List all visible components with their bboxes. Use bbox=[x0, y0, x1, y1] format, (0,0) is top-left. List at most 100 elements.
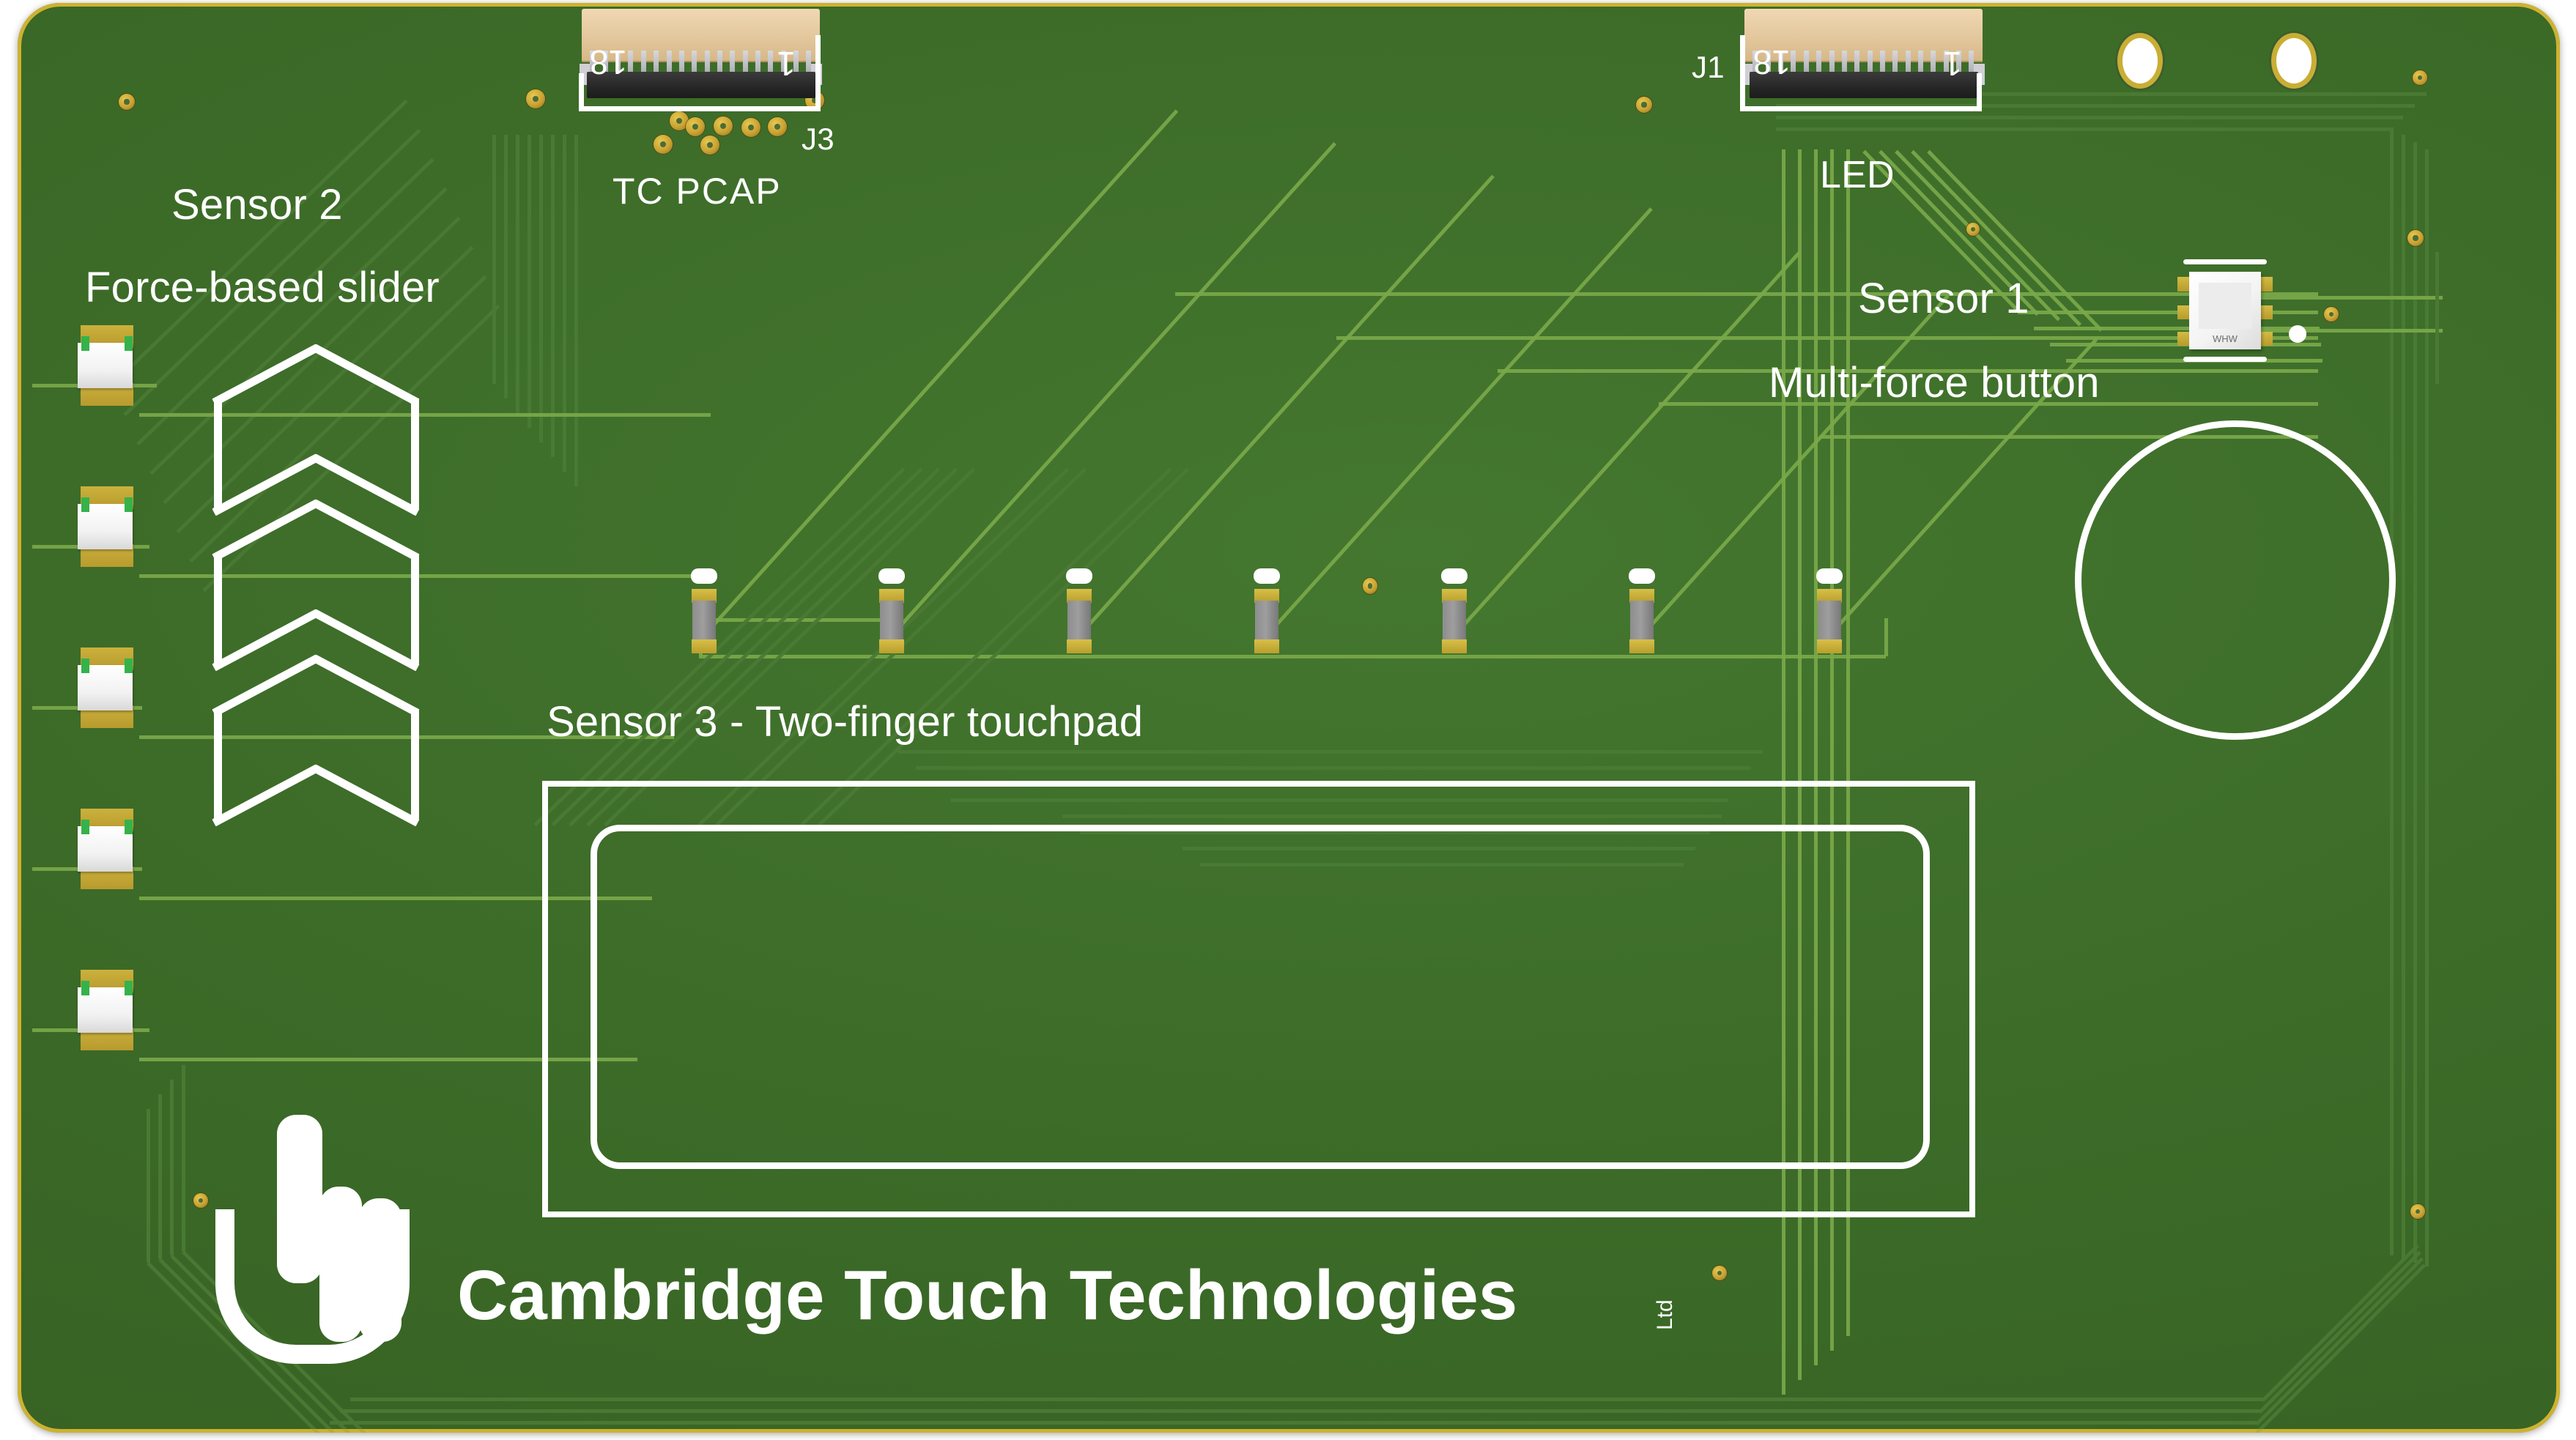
cambridge-touch-logo-icon bbox=[215, 1115, 410, 1364]
silk-j3-outline bbox=[579, 106, 821, 111]
logo-finger bbox=[319, 1187, 362, 1342]
label-sensor3-title: Sensor 3 - Two-finger touchpad bbox=[547, 698, 1144, 746]
brand-suffix: Ltd bbox=[1653, 1299, 1677, 1330]
pad-j3 bbox=[700, 136, 719, 155]
trace bbox=[551, 135, 555, 457]
pad-j3 bbox=[670, 111, 689, 130]
trace bbox=[528, 135, 531, 428]
trace-perimeter bbox=[2425, 1087, 2429, 1266]
brand-name: Cambridge Touch Technologies bbox=[457, 1256, 1518, 1335]
silk-j1-outline bbox=[1740, 106, 1982, 111]
connector-housing bbox=[1744, 9, 1983, 62]
test-point-component bbox=[690, 568, 718, 653]
trace-perimeter bbox=[1776, 127, 2391, 131]
trace-perimeter bbox=[340, 1409, 2259, 1413]
connector-base bbox=[586, 71, 815, 99]
touchpad-outer-outline[interactable] bbox=[542, 781, 1975, 1217]
trace-perimeter bbox=[147, 1109, 150, 1263]
connector-pins bbox=[1753, 51, 1974, 80]
silk-button-circle[interactable] bbox=[2075, 420, 2396, 740]
trace bbox=[539, 135, 543, 442]
trace bbox=[563, 135, 566, 472]
pcb-board: 18 1 J3 TC PCAP J1 18 1 LED Sensor 2 For… bbox=[18, 3, 2560, 1433]
label-sensor1-subtitle: Multi-force button bbox=[1769, 359, 2100, 407]
label-sensor2-subtitle: Force-based slider bbox=[85, 264, 440, 311]
test-point-component bbox=[1065, 568, 1093, 653]
via bbox=[119, 94, 135, 110]
trace bbox=[110, 99, 408, 387]
trace-perimeter bbox=[170, 1080, 174, 1255]
trace-touchpad bbox=[800, 467, 1172, 827]
via bbox=[1636, 97, 1652, 113]
mounting-hole bbox=[2122, 38, 2158, 83]
via bbox=[526, 89, 545, 108]
via bbox=[2324, 307, 2339, 322]
trace-signal bbox=[892, 141, 1337, 635]
trace-touchpad bbox=[916, 766, 1751, 770]
force-sensor-component bbox=[77, 970, 133, 1050]
pad-j3 bbox=[654, 135, 673, 154]
trace bbox=[504, 135, 508, 398]
trace-signal bbox=[1336, 336, 2318, 340]
silk-j3-outline bbox=[579, 73, 584, 111]
trace-touchpad bbox=[818, 467, 1190, 827]
trace-perimeter bbox=[182, 1065, 185, 1252]
trace-perimeter bbox=[2413, 1080, 2417, 1263]
trace-signal bbox=[1175, 292, 2318, 296]
test-point-component bbox=[1440, 568, 1468, 653]
pad-j3 bbox=[686, 117, 705, 136]
force-sensor-component bbox=[77, 486, 133, 567]
mounting-hole bbox=[2276, 38, 2312, 83]
trace-perimeter bbox=[2252, 1263, 2427, 1433]
chevron-icon bbox=[212, 344, 420, 516]
silk-j3-ref: J3 bbox=[802, 122, 834, 156]
connector-base bbox=[1749, 71, 1978, 99]
logo-finger bbox=[277, 1115, 322, 1283]
trace-perimeter bbox=[1776, 116, 2403, 119]
logo-finger bbox=[359, 1198, 401, 1342]
trace-perimeter bbox=[2402, 1072, 2405, 1259]
trace-touchpad bbox=[551, 467, 923, 827]
force-sensor-component bbox=[77, 325, 133, 406]
connector-j1[interactable] bbox=[1742, 9, 1985, 104]
trace-touchpad bbox=[898, 750, 1763, 754]
silk-j3-function: TC PCAP bbox=[612, 171, 782, 212]
connector-housing bbox=[582, 9, 820, 62]
via bbox=[2413, 70, 2427, 85]
connector-pins bbox=[590, 51, 812, 80]
trace-touchpad bbox=[604, 467, 976, 827]
trace bbox=[492, 135, 496, 384]
pad-j3 bbox=[714, 116, 733, 136]
trace bbox=[574, 135, 578, 486]
trace bbox=[2435, 252, 2439, 384]
trace-perimeter bbox=[2258, 1250, 2421, 1414]
chevron-icon bbox=[212, 654, 420, 827]
pad-j3 bbox=[741, 118, 760, 137]
trace-perimeter bbox=[2261, 1244, 2419, 1403]
test-point-component bbox=[1628, 568, 1656, 653]
test-point-component bbox=[1816, 568, 1843, 653]
trace-touchpad bbox=[533, 467, 906, 827]
trace-testpoint-bus bbox=[699, 655, 1886, 658]
label-sensor2-title: Sensor 2 bbox=[171, 181, 343, 229]
ic-component: WHW bbox=[2177, 259, 2273, 362]
connector-j3[interactable] bbox=[579, 9, 823, 104]
label-sensor1-title: Sensor 1 bbox=[1858, 275, 2029, 322]
trace-perimeter bbox=[2255, 1257, 2424, 1426]
via bbox=[193, 1193, 208, 1208]
trace-perimeter bbox=[330, 1421, 2257, 1425]
trace-led bbox=[2034, 327, 2320, 330]
trace-signal bbox=[1643, 294, 1950, 635]
force-sensor-component bbox=[77, 809, 133, 889]
trace-signal bbox=[1080, 174, 1495, 635]
via bbox=[1363, 578, 1377, 594]
silk-j1-function: LED bbox=[1820, 154, 1895, 196]
pad-j3 bbox=[768, 117, 787, 136]
trace-testpoint-bus bbox=[1884, 618, 1888, 656]
trace-led bbox=[2018, 311, 2318, 314]
trace-perimeter bbox=[2402, 135, 2405, 1080]
force-sensor-component bbox=[77, 647, 133, 728]
touchpad-inner-outline[interactable] bbox=[591, 825, 1930, 1169]
via bbox=[1966, 223, 1980, 236]
